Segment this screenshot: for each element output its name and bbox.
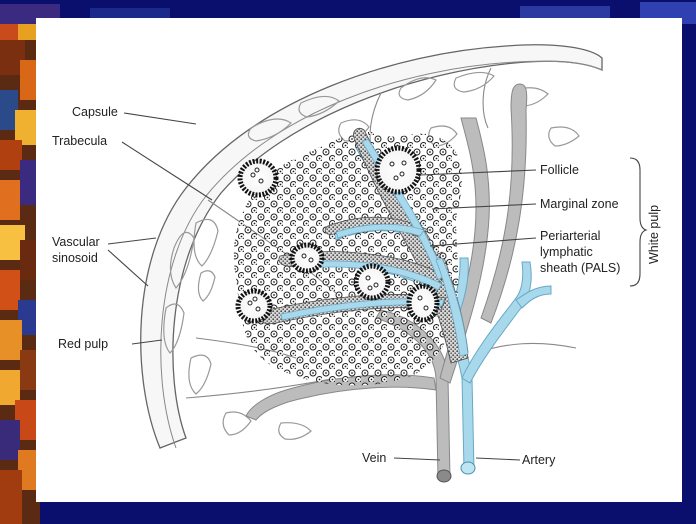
artery-opening	[461, 462, 475, 474]
follicle	[377, 148, 419, 192]
label-capsule: Capsule	[72, 105, 118, 119]
label-marginal-zone: Marginal zone	[540, 197, 619, 211]
label-artery: Artery	[522, 453, 556, 467]
diagram-card: Capsule Trabecula Vascular sinosoid Red …	[36, 18, 682, 502]
follicle	[292, 245, 322, 271]
label-follicle: Follicle	[540, 163, 579, 177]
label-white-pulp: White pulp	[647, 205, 661, 264]
label-lymphatic: lymphatic	[540, 245, 593, 259]
spleen-diagram: Capsule Trabecula Vascular sinosoid Red …	[36, 18, 682, 502]
follicle	[409, 286, 437, 320]
label-trabecula: Trabecula	[52, 134, 107, 148]
label-sinosoid: sinosoid	[52, 251, 98, 265]
label-vein: Vein	[362, 451, 386, 465]
follicle	[240, 161, 276, 195]
vein-opening	[437, 470, 451, 482]
label-periarterial: Periarterial	[540, 229, 600, 243]
label-sheath-pals: sheath (PALS)	[540, 261, 620, 275]
mosaic-left-border	[0, 0, 40, 524]
label-red-pulp: Red pulp	[58, 337, 108, 351]
follicle	[238, 291, 270, 321]
white-pulp-brace	[630, 158, 646, 286]
label-vascular: Vascular	[52, 235, 100, 249]
follicle	[356, 266, 388, 298]
